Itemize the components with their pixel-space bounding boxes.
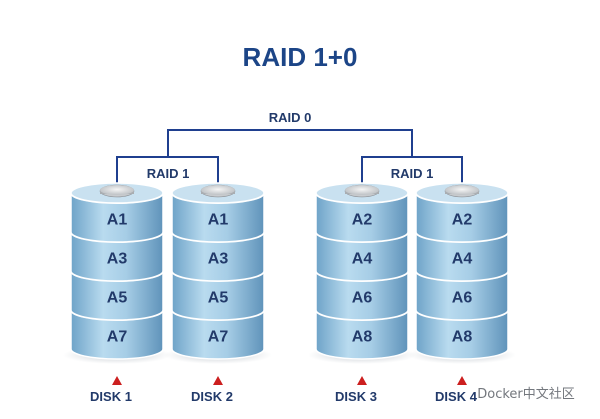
- disk-segment: [70, 309, 164, 360]
- disk-segment: [415, 309, 509, 360]
- raid1-label-left: RAID 1: [147, 166, 190, 181]
- block-label: A8: [452, 329, 473, 346]
- disk-segment: [171, 270, 265, 321]
- watermark: Docker中文社区: [477, 386, 575, 402]
- disk-segment: [171, 309, 265, 360]
- disk-spindle-face: [201, 185, 235, 195]
- raid1-bracket-right: [361, 156, 463, 193]
- disk-arrow-icon: [213, 376, 223, 385]
- block-label: A1: [208, 212, 229, 229]
- disk-segment: [171, 192, 265, 243]
- block-label: A6: [452, 290, 473, 307]
- disk-segment: [315, 231, 409, 282]
- block-label: A6: [352, 290, 373, 307]
- raid1-bracket-left: [116, 156, 219, 193]
- disk-spindle-face: [100, 185, 134, 195]
- disk-segment: [171, 231, 265, 282]
- disk-segment: [315, 192, 409, 243]
- diagram-title: RAID 1+0: [243, 42, 358, 72]
- disk-label: DISK 2: [191, 389, 233, 404]
- disk-segment: [315, 270, 409, 321]
- disk-arrow-icon: [457, 376, 467, 385]
- block-label: A3: [208, 251, 229, 268]
- block-label: A8: [352, 329, 373, 346]
- disk-segment: [415, 192, 509, 243]
- raid1-label-right: RAID 1: [391, 166, 434, 181]
- block-label: A5: [208, 290, 229, 307]
- block-label: A1: [107, 212, 128, 229]
- disk-label: DISK 1: [90, 389, 132, 404]
- block-label: A5: [107, 290, 128, 307]
- disk-label: DISK 3: [335, 389, 377, 404]
- disk-arrow-icon: [357, 376, 367, 385]
- disk-segment: [70, 192, 164, 243]
- disk-arrow-icon: [112, 376, 122, 385]
- block-label: A4: [352, 251, 373, 268]
- block-label: A7: [107, 329, 128, 346]
- disk-spindle-face: [345, 185, 379, 195]
- block-label: A4: [452, 251, 473, 268]
- disk-segment: [415, 231, 509, 282]
- disk-segment: [415, 270, 509, 321]
- disk-segment: [70, 270, 164, 321]
- disk-segment: [315, 309, 409, 360]
- raid0-bracket: [167, 129, 413, 157]
- block-label: A7: [208, 329, 229, 346]
- raid0-label: RAID 0: [269, 110, 312, 125]
- block-label: A2: [452, 212, 473, 229]
- block-label: A2: [352, 212, 373, 229]
- connector-lines: [116, 129, 463, 193]
- disk-spindle-face: [445, 185, 479, 195]
- block-label: A3: [107, 251, 128, 268]
- disk-label: DISK 4: [435, 389, 478, 404]
- disk-segment: [70, 231, 164, 282]
